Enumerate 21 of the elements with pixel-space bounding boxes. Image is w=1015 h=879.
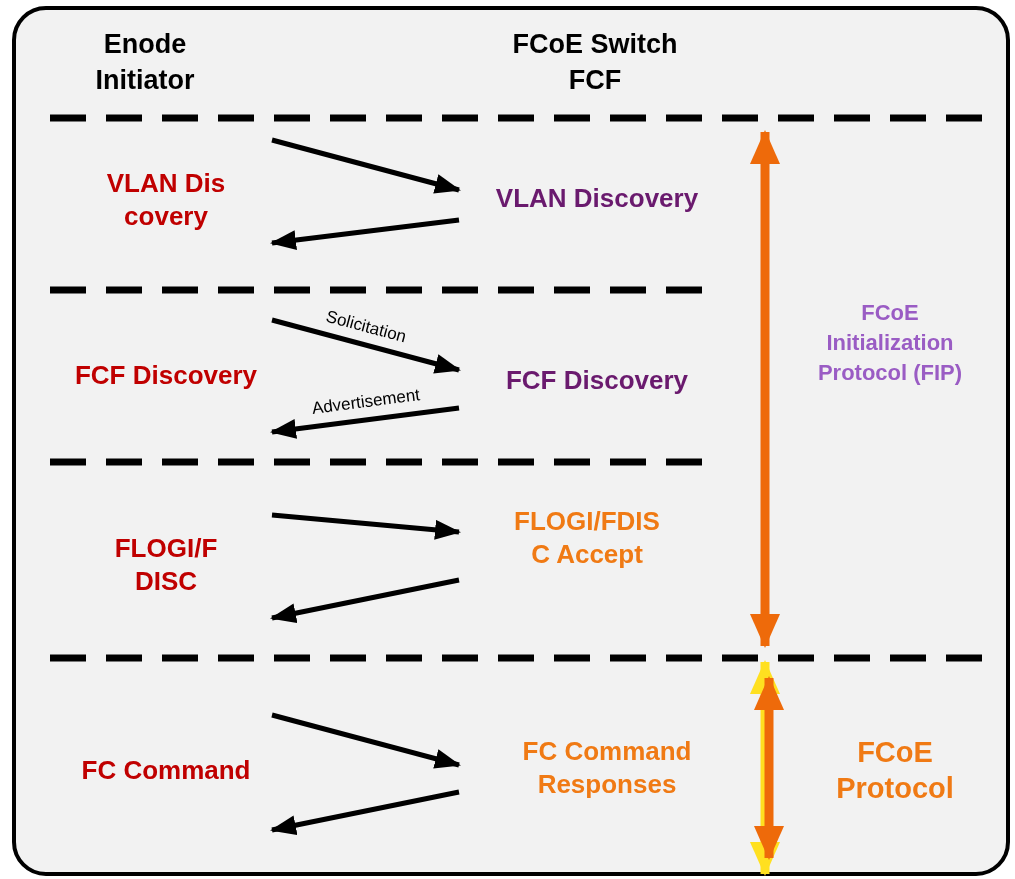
step-text: FCF Discovery <box>74 358 258 392</box>
step-text: FLOGI/FDISC Accept <box>513 505 661 571</box>
arrow <box>270 577 460 623</box>
column-heading: FCoE Switch FCF <box>511 28 679 97</box>
step-text: FCF Discovery <box>505 363 689 397</box>
step-text: FLOGI/FDISC <box>113 532 219 598</box>
arrow <box>270 405 460 439</box>
step-text: FC Command Responses <box>521 735 693 801</box>
step-text: VLAN Discovery <box>105 167 227 233</box>
arrow <box>270 789 460 835</box>
arrow <box>271 137 461 194</box>
arrow <box>271 712 461 769</box>
edge-label: Advertisement <box>310 385 421 419</box>
step-text: FC Command <box>81 753 251 787</box>
phase-label: FCoE Initialization Protocol (FIP) <box>816 299 964 387</box>
arrow <box>270 217 460 250</box>
phase-label: FCoE Protocol <box>835 735 955 806</box>
arrow <box>271 512 461 540</box>
column-heading: Enode Initiator <box>94 28 196 97</box>
step-text: VLAN Discovery <box>495 181 699 215</box>
arrow <box>271 317 461 374</box>
